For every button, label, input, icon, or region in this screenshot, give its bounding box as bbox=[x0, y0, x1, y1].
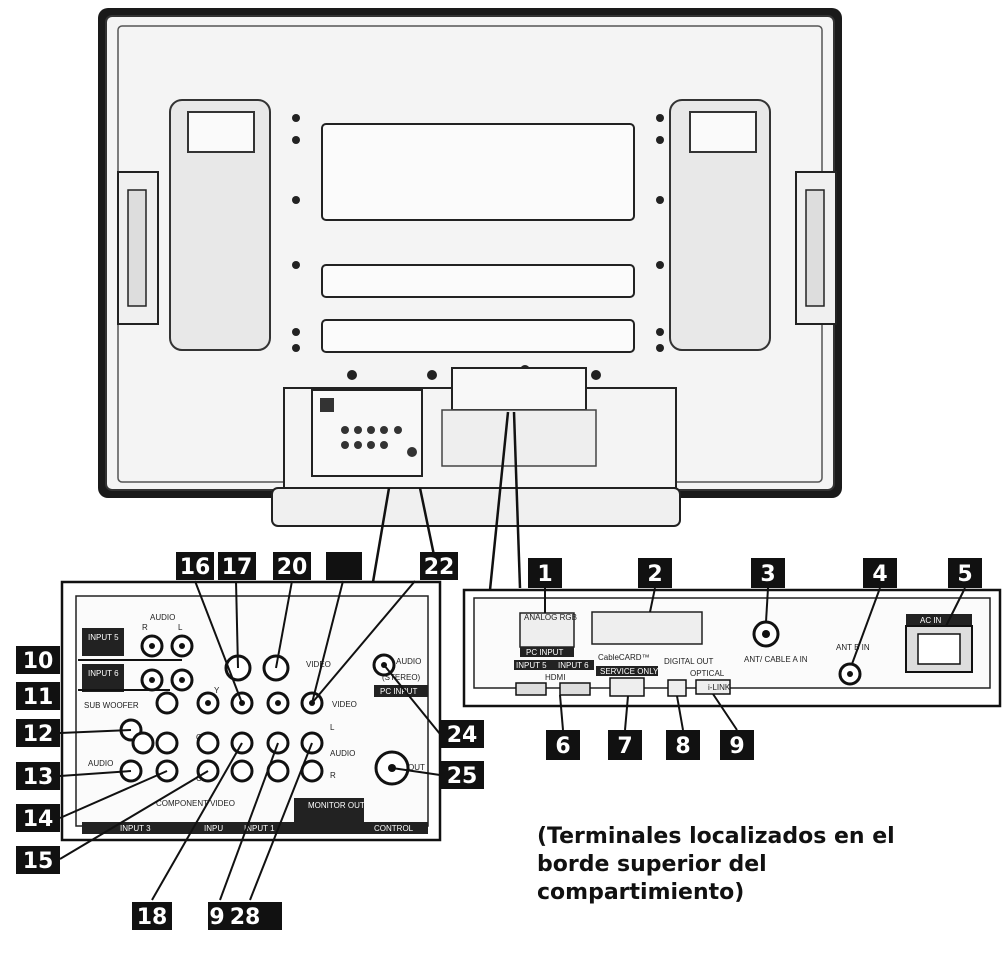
callout-9: 9 bbox=[729, 734, 744, 759]
label-pc-input: PC INPUT bbox=[380, 687, 417, 696]
label-ant-cable: ANT/ CABLE A IN bbox=[744, 655, 808, 664]
callout-8: 8 bbox=[675, 734, 690, 759]
callout-20: 20 bbox=[277, 555, 308, 580]
label-input1: INPUT 1 bbox=[244, 824, 275, 833]
label-input3: INPUT 3 bbox=[120, 824, 151, 833]
label-optical: OPTICAL bbox=[690, 669, 725, 678]
label-pc-input-right: PC INPUT bbox=[526, 648, 563, 657]
label-input6: INPUT 6 bbox=[88, 669, 119, 678]
label-monitor-out: MONITOR OUT bbox=[308, 801, 365, 810]
label-input2: INPU bbox=[204, 824, 223, 833]
label-hdmi-input5: INPUT 5 bbox=[516, 661, 547, 670]
callout-13: 13 bbox=[23, 765, 54, 790]
callout-1: 1 bbox=[537, 562, 552, 587]
callout-28: 28 bbox=[230, 905, 261, 930]
callout-9-bottom: 9 bbox=[209, 905, 224, 930]
left-terminal-panel: INPUT 5 INPUT 6 AUDIO R L SUB WOOFER AUD… bbox=[60, 580, 442, 842]
label-audio2: AUDIO bbox=[88, 759, 113, 768]
callout-2: 2 bbox=[647, 562, 662, 587]
callout-6: 6 bbox=[555, 734, 570, 759]
label-subwoofer: SUB WOOFER bbox=[84, 701, 139, 710]
label-audio: AUDIO bbox=[150, 613, 175, 622]
callout-17: 17 bbox=[222, 555, 253, 580]
callout-7: 7 bbox=[617, 734, 632, 759]
label-audio-l: L bbox=[178, 623, 183, 632]
callout-3: 3 bbox=[760, 562, 775, 587]
callout-15: 15 bbox=[23, 849, 54, 874]
label-hdmi-input6: INPUT 6 bbox=[558, 661, 589, 670]
label-digital-out: DIGITAL OUT bbox=[664, 657, 713, 666]
terminal-location-caption: (Terminales localizados en el borde supe… bbox=[537, 823, 957, 907]
callout-11: 11 bbox=[23, 685, 54, 710]
callout-12: 12 bbox=[23, 722, 54, 747]
label-ant-b: ANT B IN bbox=[836, 643, 870, 652]
callout-16: 16 bbox=[180, 555, 211, 580]
label-input5: INPUT 5 bbox=[88, 633, 119, 642]
label-r2: R bbox=[330, 771, 336, 780]
label-out: OUT bbox=[408, 763, 425, 772]
callout-22: 22 bbox=[424, 555, 455, 580]
callout-5: 5 bbox=[957, 562, 972, 587]
label-l2: L bbox=[330, 723, 335, 732]
label-y: Y bbox=[214, 686, 220, 695]
caption-line-1: (Terminales localizados en el bbox=[537, 824, 895, 849]
zoom-leader-lines bbox=[371, 411, 522, 591]
caption-line-2: borde superior del bbox=[537, 852, 767, 877]
label-hdmi: HDMI bbox=[545, 673, 565, 682]
callout-14: 14 bbox=[23, 807, 54, 832]
label-audio3: AUDIO bbox=[330, 749, 355, 758]
label-stereo: (STEREO) bbox=[382, 673, 421, 682]
left-leader-lines bbox=[59, 580, 441, 901]
caption-line-3: compartimiento) bbox=[537, 880, 745, 905]
label-ilink: i-LINK bbox=[708, 683, 731, 692]
label-audio-r: R bbox=[142, 623, 148, 632]
callout-25: 25 bbox=[447, 764, 478, 789]
tv-rear-body bbox=[98, 8, 842, 527]
label-video: VIDEO bbox=[306, 660, 331, 669]
label-ac-in: AC IN bbox=[920, 616, 942, 625]
label-analog-rgb: ANALOG RGB bbox=[524, 613, 577, 622]
label-service-only: SERVICE ONLY bbox=[600, 667, 659, 676]
callout-10: 10 bbox=[23, 649, 54, 674]
label-component-video: COMPONENT VIDEO bbox=[156, 799, 235, 808]
callout-badges: 16 17 20 22 10 11 12 13 14 15 24 25 18 9… bbox=[16, 552, 982, 930]
callout-4: 4 bbox=[872, 562, 887, 587]
label-cablecard: CableCARD™ bbox=[598, 653, 650, 662]
callout-24: 24 bbox=[447, 723, 478, 748]
label-audio-stereo: AUDIO bbox=[396, 657, 421, 666]
right-leader-lines bbox=[544, 587, 966, 731]
label-video2: VIDEO bbox=[332, 700, 357, 709]
callout-18: 18 bbox=[137, 905, 168, 930]
right-terminal-panel: ANALOG RGB PC INPUT CableCARD™ INPUT 5 I… bbox=[462, 588, 1002, 708]
label-control: CONTROL bbox=[374, 824, 414, 833]
